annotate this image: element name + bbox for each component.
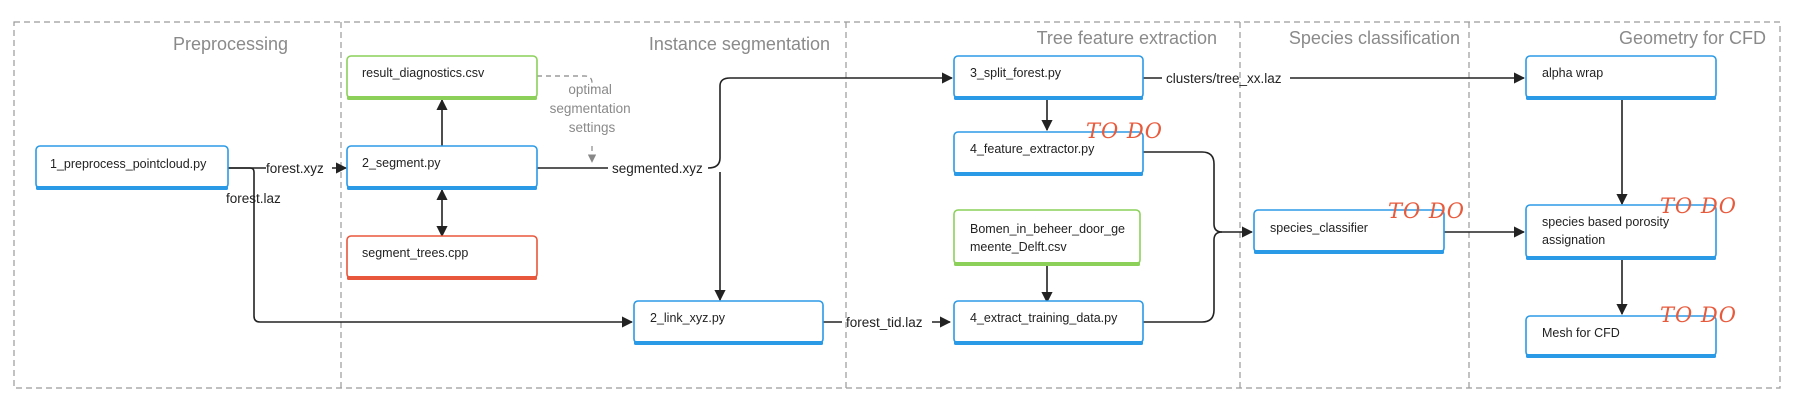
node-label: 4_extract_training_data.py [970, 311, 1118, 325]
node-bomen-csv[interactable]: Bomen_in_beheer_door_ge meente_Delft.csv [953, 209, 1141, 266]
node-label: 4_feature_extractor.py [970, 142, 1095, 156]
node-label: species_classifier [1270, 221, 1368, 235]
edge-label-forest-xyz: forest.xyz [266, 161, 324, 176]
node-underline [36, 186, 228, 190]
note-line: segmentation [550, 101, 631, 116]
node-label: Mesh for CFD [1542, 326, 1620, 340]
node-segment-trees-cpp[interactable]: segment_trees.cpp [346, 235, 538, 280]
edge-label-forest-laz: forest.laz [226, 191, 281, 206]
node-underline [347, 276, 537, 280]
node-link-xyz[interactable]: 2_link_xyz.py [633, 300, 824, 345]
note-optimal-segmentation-settings: optimal segmentation settings [550, 82, 635, 135]
section-title-tree-feature-extraction: Tree feature extraction [1037, 28, 1217, 48]
todo-annotation: TO DO [1660, 194, 1737, 218]
note-line: settings [569, 120, 616, 135]
outer-frame [13, 21, 1781, 389]
node-label: 1_preprocess_pointcloud.py [50, 157, 207, 171]
node-alpha-wrap[interactable]: alpha wrap [1525, 55, 1717, 100]
edge-label-segmented-xyz: segmented.xyz [612, 161, 703, 176]
node-label-line: assignation [1542, 233, 1605, 247]
edge-training-to-classifier [1143, 231, 1223, 323]
node-label: alpha wrap [1542, 66, 1603, 80]
node-preprocess-pointcloud[interactable]: 1_preprocess_pointcloud.py [35, 145, 229, 190]
edge-diagnostics-to-settings [537, 75, 593, 89]
edge-forest-laz [228, 167, 634, 328]
node-label-line: meente_Delft.csv [970, 240, 1067, 254]
node-label: 3_split_forest.py [970, 66, 1062, 80]
node-underline [954, 341, 1143, 345]
section-title-preprocessing: Preprocessing [173, 34, 288, 54]
node-species-classifier[interactable]: species_classifier [1253, 209, 1445, 254]
node-underline [347, 96, 537, 100]
node-label: Bomen_in_beheer_door_ge meente_Delft.csv [970, 222, 1128, 254]
node-feature-extractor[interactable]: 4_feature_extractor.py [953, 131, 1144, 176]
node-underline [347, 186, 537, 190]
edge-segmented-to-split [707, 72, 954, 169]
node-underline [1526, 96, 1716, 100]
section-title-species-classification: Species classification [1289, 28, 1460, 48]
node-label: result_diagnostics.csv [362, 66, 485, 80]
node-label: species based porosity assignation [1542, 215, 1673, 247]
todo-annotation: TO DO [1388, 199, 1465, 223]
section-title-instance-segmentation: Instance segmentation [649, 34, 830, 54]
todo-annotation: TO DO [1086, 119, 1163, 143]
edge-label-clusters: clusters/tree_xx.laz [1166, 71, 1282, 86]
node-extract-training-data[interactable]: 4_extract_training_data.py [953, 300, 1144, 345]
node-segment[interactable]: 2_segment.py [346, 145, 538, 190]
node-label: segment_trees.cpp [362, 246, 468, 260]
node-underline [634, 341, 823, 345]
node-label-line: Bomen_in_beheer_door_ge [970, 222, 1125, 236]
node-porosity-assignation[interactable]: species based porosity assignation [1525, 204, 1717, 260]
node-label-line: species based porosity [1542, 215, 1670, 229]
edge-label-forest-tid: forest_tid.laz [846, 315, 923, 330]
section-title-geometry-for-cfd: Geometry for CFD [1619, 28, 1766, 48]
node-underline [954, 262, 1140, 266]
node-result-diagnostics[interactable]: result_diagnostics.csv [346, 55, 538, 100]
node-underline [954, 172, 1143, 176]
node-mesh-for-cfd[interactable]: Mesh for CFD [1525, 315, 1717, 358]
note-line: optimal [568, 82, 612, 97]
node-label: 2_link_xyz.py [650, 311, 726, 325]
node-split-forest[interactable]: 3_split_forest.py [953, 55, 1144, 100]
edge-feature-to-classifier [1143, 151, 1254, 238]
node-underline [1526, 354, 1716, 358]
node-label: 2_segment.py [362, 156, 441, 170]
node-underline [954, 96, 1143, 100]
node-underline [1526, 256, 1716, 260]
node-underline [1254, 250, 1444, 254]
todo-annotation: TO DO [1660, 303, 1737, 327]
